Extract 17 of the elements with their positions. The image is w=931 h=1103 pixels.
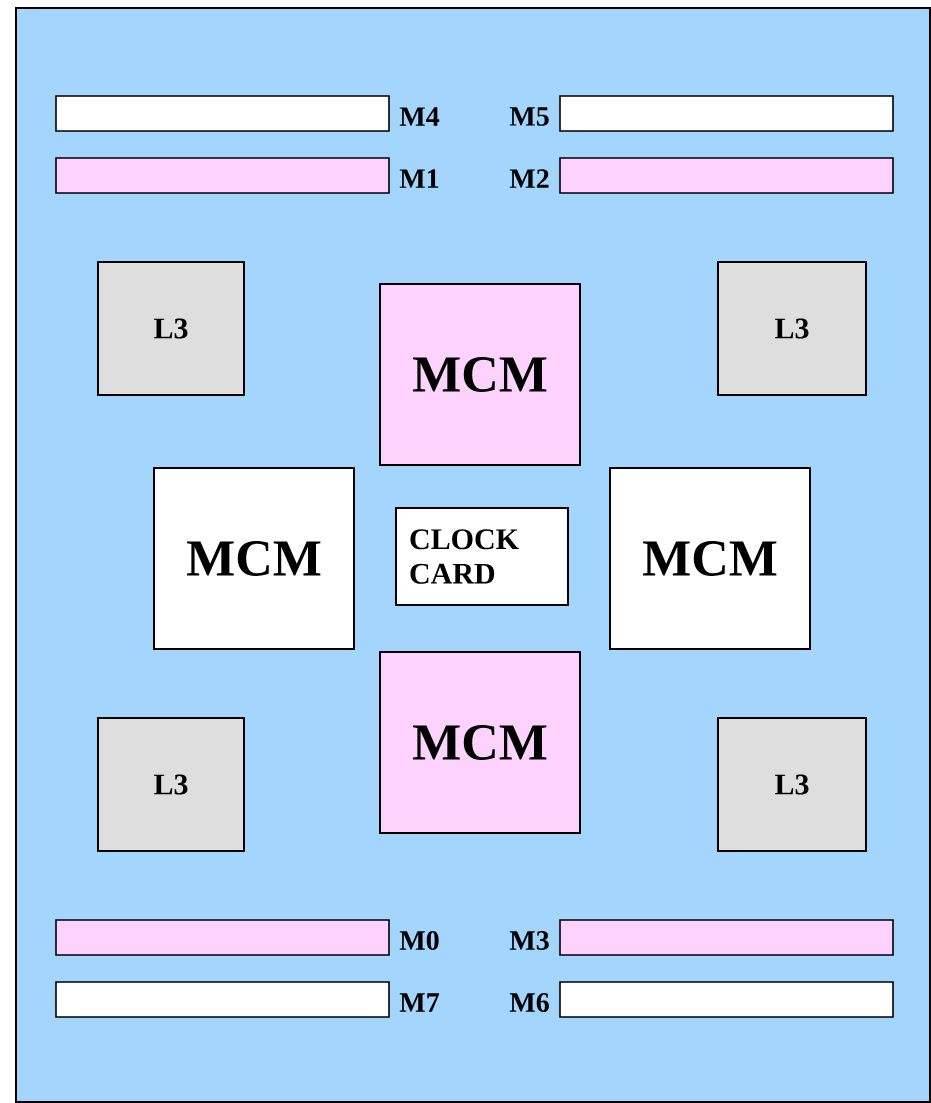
module-box: MCM (379, 283, 581, 466)
cache-chip: L3 (97, 717, 245, 852)
slot-label: M3 (509, 931, 549, 950)
module-box: MCM (379, 651, 581, 834)
module-box: MCM (153, 467, 355, 650)
slot-label: M6 (509, 993, 549, 1012)
slot-label: M1 (399, 169, 439, 188)
slot-label: M4 (399, 107, 440, 126)
clock-card-box: CLOCK CARD (395, 507, 569, 606)
module-box: MCM (609, 467, 811, 650)
slot-label: M7 (399, 993, 439, 1012)
cache-chip: L3 (717, 261, 867, 396)
slot-label: M0 (399, 931, 439, 950)
cache-chip: L3 (97, 261, 245, 396)
cache-chip: L3 (717, 717, 867, 852)
slot-label: M5 (509, 107, 549, 126)
slot-label: M2 (509, 169, 549, 188)
